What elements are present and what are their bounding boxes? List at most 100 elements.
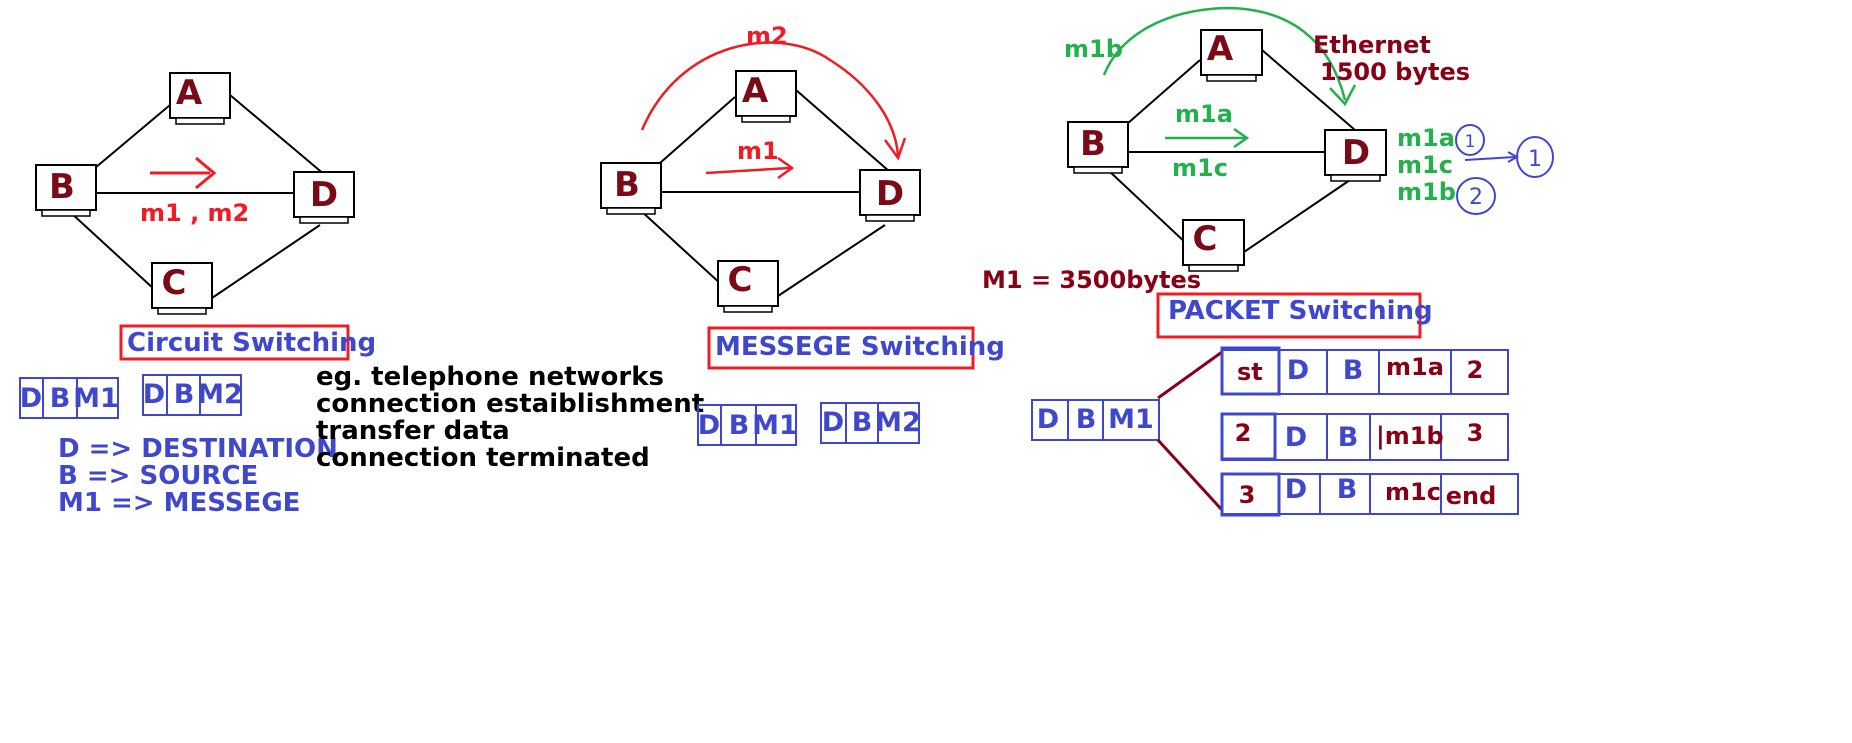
m1c-label: m1c <box>1172 154 1228 182</box>
node-d-label: D <box>876 174 904 214</box>
frame-m1: D B M1 <box>19 377 119 419</box>
frame-cell: D <box>20 383 42 414</box>
frame-cell: M2 <box>875 407 921 438</box>
node-a: A <box>169 72 231 125</box>
link-a-d <box>229 94 326 176</box>
node-d-label: D <box>310 175 338 215</box>
node-d: D <box>859 169 921 222</box>
packet-cell: D <box>1287 355 1309 386</box>
packet-row: st D B m1a 2 <box>1220 346 1509 396</box>
packet-seq: 2 <box>1235 419 1252 447</box>
source-frame: D B M1 <box>1031 399 1160 441</box>
link-b-a <box>1126 59 1201 125</box>
node-c-label: C <box>1193 219 1218 259</box>
m1a-arrow-head <box>1233 127 1250 149</box>
arrival-item: m1b <box>1397 178 1456 206</box>
frame-cell: M1 <box>1108 404 1154 435</box>
merge-arrow-head <box>1507 151 1520 163</box>
m2-arrow-head <box>883 137 907 161</box>
node-c: C <box>717 260 779 313</box>
m2-label: m2 <box>746 22 788 50</box>
packet-cell: B <box>1337 474 1358 505</box>
legend-line: D => DESTINATION <box>58 434 338 464</box>
message-arrow-head <box>195 156 217 190</box>
node-a: A <box>1200 29 1263 82</box>
frame-cell: D <box>698 410 720 441</box>
circled-number <box>1455 124 1485 156</box>
frame-cell: D <box>822 407 844 438</box>
frame-cell: M1 <box>752 410 798 441</box>
packet-seq: st <box>1237 358 1263 386</box>
circled-number-text: 2 <box>1469 185 1483 210</box>
legend-line: B => SOURCE <box>58 461 258 491</box>
circled-number <box>1456 177 1496 215</box>
merge-arrow <box>1464 156 1516 161</box>
frame-m2: D B M2 <box>820 402 921 444</box>
arrow-label: m1 , m2 <box>140 199 249 227</box>
link-b-c <box>1107 169 1189 246</box>
circuit-switching-panel: A B D C m1 , m2 Circuit Switching D <box>19 72 704 518</box>
m1b-arrow-head <box>1329 84 1357 107</box>
m1-arrow <box>705 166 791 175</box>
packet-payload: m1a <box>1386 353 1444 381</box>
node-b-label: B <box>49 167 75 207</box>
link-a-d <box>1261 49 1356 131</box>
link-b-c <box>639 209 723 286</box>
node-c: C <box>1182 219 1245 272</box>
m1-label: m1 <box>737 137 779 165</box>
frame-cell: B <box>1076 404 1097 435</box>
split-line <box>1156 438 1224 512</box>
frame-cell: B <box>852 407 873 438</box>
packet-next: 3 <box>1467 419 1484 447</box>
node-b: B <box>35 164 97 217</box>
packet-seq: 3 <box>1239 481 1256 509</box>
note-line: connection terminated <box>316 443 650 473</box>
m1-arrow-head <box>777 156 795 180</box>
link-c-d <box>1243 179 1351 253</box>
node-c-label: C <box>728 260 753 300</box>
link-a-d <box>795 89 891 173</box>
note-line: transfer data <box>316 416 510 446</box>
m1b-top-label: m1b <box>1064 35 1123 63</box>
link-b-c <box>69 211 156 291</box>
title-box <box>1156 292 1422 339</box>
title-box <box>119 324 350 361</box>
node-c: C <box>151 262 213 315</box>
link-b-a <box>94 104 171 169</box>
note-line: connection estaiblishment <box>316 389 704 419</box>
link-c-d <box>777 224 886 297</box>
node-b: B <box>1067 121 1129 174</box>
circled-number-text: 1 <box>1465 132 1476 152</box>
circled-number-text: 1 <box>1528 147 1542 172</box>
legend-line: M1 => MESSEGE <box>58 488 300 518</box>
message-title: MESSEGE Switching <box>715 332 1005 362</box>
link-c-d <box>211 224 321 299</box>
packet-cell: B <box>1338 422 1359 453</box>
node-d-label: D <box>1342 133 1370 173</box>
m1a-label: m1a <box>1175 100 1233 128</box>
note-line: eg. telephone networks <box>316 362 664 392</box>
frame-cell: B <box>174 379 195 410</box>
circuit-title: Circuit Switching <box>127 328 376 358</box>
packet-row: 2 D B |m1b 3 <box>1220 412 1509 461</box>
frame-m2: D B M2 <box>142 374 243 416</box>
node-d: D <box>293 171 355 224</box>
node-b-label: B <box>1080 124 1106 164</box>
packet-title: PACKET Switching <box>1168 296 1433 326</box>
node-b-label: B <box>614 165 640 205</box>
title-box <box>707 326 975 370</box>
node-a-label: A <box>742 71 769 111</box>
packet-next: 2 <box>1467 356 1484 384</box>
packet-switching-panel: A B D C m1b m1a m1c Ethernet 1500 bytes … <box>982 6 1554 517</box>
packet-row: 3 D B m1c end <box>1220 472 1519 517</box>
node-d: D <box>1324 129 1387 182</box>
frame-cell: M1 <box>73 383 119 414</box>
frame-cell: D <box>1037 404 1059 435</box>
frame-cell: D <box>143 379 165 410</box>
packet-cell: D <box>1285 474 1307 505</box>
packet-cell: B <box>1343 355 1364 386</box>
node-b: B <box>600 162 662 215</box>
node-a-label: A <box>176 73 203 113</box>
frame-cell: M2 <box>197 379 243 410</box>
link-b-a <box>659 96 736 164</box>
